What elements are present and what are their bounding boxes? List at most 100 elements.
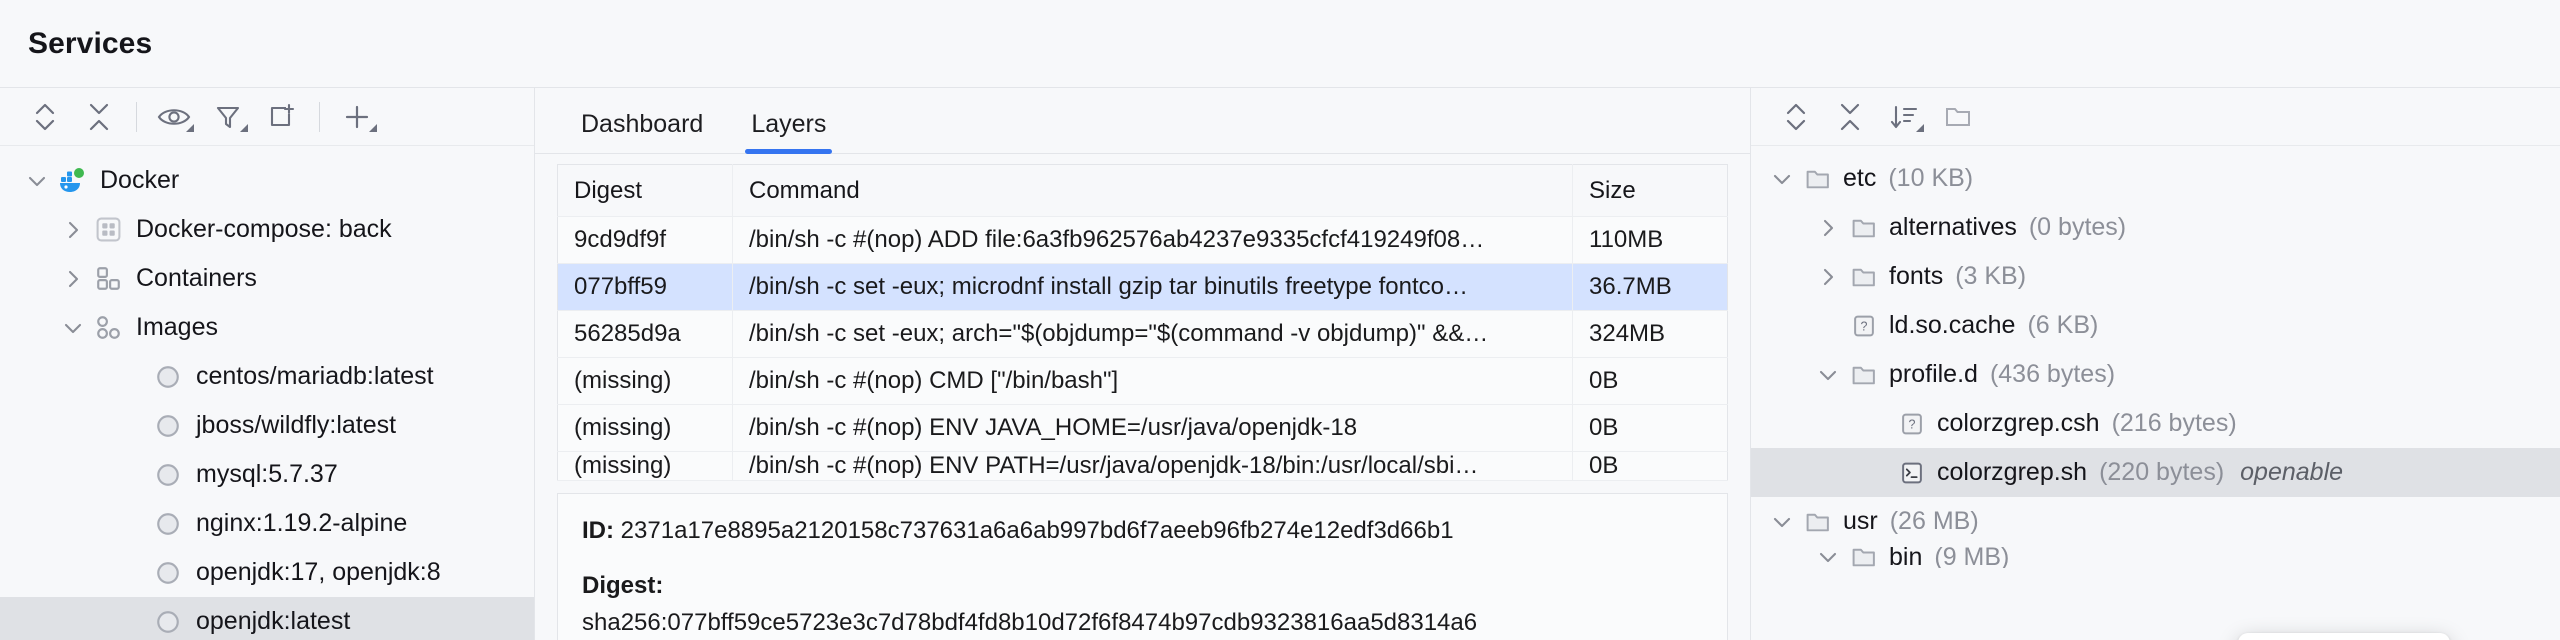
chevron-down-icon[interactable] bbox=[58, 317, 88, 339]
column-header-command[interactable]: Command bbox=[732, 164, 1573, 217]
file-tree-item-name: usr bbox=[1843, 507, 1878, 535]
script-file-icon bbox=[1893, 461, 1931, 485]
file-tree-item-size: (26 MB) bbox=[1889, 507, 1979, 535]
file-tree-item-size: (216 bytes) bbox=[2111, 409, 2237, 437]
sort-icon[interactable] bbox=[1877, 94, 1931, 140]
chevron-right-icon[interactable] bbox=[1811, 266, 1845, 288]
table-header-row: Digest Command Size bbox=[557, 164, 1728, 217]
chevron-down-icon[interactable] bbox=[1811, 364, 1845, 386]
tab-dashboard[interactable]: Dashboard bbox=[557, 112, 727, 153]
layer-file-tree: etc(10 KB)alternatives(0 bytes)fonts(3 K… bbox=[1751, 146, 2560, 640]
file-tree-item-colorzgrep-sh[interactable]: colorzgrep.sh(220 bytes)openable bbox=[1751, 448, 2560, 497]
file-tree-item-name: alternatives bbox=[1889, 213, 2017, 241]
file-tree-item-ld-so-cache[interactable]: ?ld.so.cache(6 KB) bbox=[1751, 301, 2560, 350]
sidebar-item-containers[interactable]: Containers bbox=[0, 254, 534, 303]
sidebar-item-centos-mariadb-latest[interactable]: centos/mariadb:latest bbox=[0, 352, 534, 401]
dropdown-triangle-icon bbox=[186, 123, 194, 132]
filter-icon[interactable] bbox=[201, 94, 255, 140]
tab-active-underline bbox=[745, 149, 833, 154]
chevron-down-icon[interactable] bbox=[1811, 546, 1845, 568]
cell-command: /bin/sh -c #(nop) ENV JAVA_HOME=/usr/jav… bbox=[732, 404, 1573, 452]
show-icon[interactable] bbox=[147, 94, 201, 140]
cell-size: 110MB bbox=[1572, 216, 1728, 264]
file-tree-item-hint: openable bbox=[2240, 458, 2344, 486]
cell-digest: (missing) bbox=[557, 357, 733, 405]
collapse-all-icon[interactable] bbox=[72, 94, 126, 140]
chevron-right-icon[interactable] bbox=[58, 219, 88, 241]
cell-command: /bin/sh -c #(nop) CMD ["/bin/bash"] bbox=[732, 357, 1573, 405]
file-tree-item-colorzgrep-csh[interactable]: ?colorzgrep.csh(216 bytes) bbox=[1751, 399, 2560, 448]
sidebar-item-label: jboss/wildfly:latest bbox=[196, 411, 397, 439]
file-tree-item-etc[interactable]: etc(10 KB) bbox=[1751, 154, 2560, 203]
file-tree-item-profile-d[interactable]: profile.d (436 bytes) bbox=[1751, 350, 2560, 399]
layers-table: Digest Command Size 9cd9df9f/bin/sh -c #… bbox=[557, 164, 1728, 481]
file-tree-item-usr[interactable]: usr (26 MB) bbox=[1751, 497, 2560, 546]
sidebar-item-nginx-1-19-2-alpine[interactable]: nginx:1.19.2-alpine bbox=[0, 499, 534, 548]
file-tree-item-name: fonts bbox=[1889, 262, 1944, 290]
column-header-size[interactable]: Size bbox=[1572, 164, 1728, 217]
column-header-digest[interactable]: Digest bbox=[557, 164, 733, 217]
sidebar-item-docker[interactable]: Docker bbox=[0, 156, 534, 205]
table-row[interactable]: (missing)/bin/sh -c #(nop) ENV PATH=/usr… bbox=[557, 451, 1728, 481]
sidebar-item-label: centos/mariadb:latest bbox=[196, 362, 434, 390]
image-circle-icon bbox=[148, 413, 188, 439]
docker-whale-icon bbox=[52, 167, 92, 195]
cell-command: /bin/sh -c #(nop) ENV PATH=/usr/java/ope… bbox=[732, 451, 1573, 481]
sidebar-item-label: Containers bbox=[136, 264, 257, 292]
file-tree-item-size: (6 KB) bbox=[2027, 311, 2099, 339]
folder-icon[interactable] bbox=[1931, 94, 1985, 140]
table-row[interactable]: (missing)/bin/sh -c #(nop) CMD ["/bin/ba… bbox=[557, 357, 1728, 405]
layer-details-panel: ID: 2371a17e8895a2120158c737631a6a6ab997… bbox=[557, 493, 1728, 640]
cell-size: 0B bbox=[1572, 357, 1728, 405]
compose-grid-icon bbox=[88, 216, 128, 243]
collapse-all-icon[interactable] bbox=[1823, 94, 1877, 140]
table-row[interactable]: 077bff59/bin/sh -c set -eux; microdnf in… bbox=[557, 263, 1728, 311]
file-tree-item-name: colorzgrep.sh bbox=[1937, 458, 2088, 486]
chevron-right-icon[interactable] bbox=[1811, 217, 1845, 239]
chevron-down-icon[interactable] bbox=[1765, 168, 1799, 190]
sidebar-item-openjdk-17-openjdk-8[interactable]: openjdk:17, openjdk:8 bbox=[0, 548, 534, 597]
chevron-right-icon[interactable] bbox=[58, 268, 88, 290]
context-menu: Open File bbox=[2238, 633, 2451, 640]
chevron-down-icon[interactable] bbox=[22, 170, 52, 192]
page-title: Services bbox=[28, 26, 153, 60]
add-tab-icon[interactable] bbox=[255, 94, 309, 140]
file-tree-item-size: (436 bytes) bbox=[1989, 360, 2116, 388]
folder-icon bbox=[1799, 167, 1837, 191]
table-row[interactable]: 56285d9a/bin/sh -c set -eux; arch="$(obj… bbox=[557, 310, 1728, 358]
file-tree-item-alternatives[interactable]: alternatives(0 bytes) bbox=[1751, 203, 2560, 252]
svg-text:?: ? bbox=[1909, 417, 1916, 431]
detail-spacer bbox=[582, 549, 1703, 567]
file-tree-item-name: profile.d bbox=[1889, 360, 1978, 388]
file-tree-item-fonts[interactable]: fonts(3 KB) bbox=[1751, 252, 2560, 301]
expand-all-icon[interactable] bbox=[18, 94, 72, 140]
cell-digest: 56285d9a bbox=[557, 310, 733, 358]
tab-layers[interactable]: Layers bbox=[727, 112, 850, 154]
folder-icon bbox=[1845, 363, 1883, 387]
cell-size: 0B bbox=[1572, 451, 1728, 481]
sidebar-item-docker-compose-back[interactable]: Docker-compose: back bbox=[0, 205, 534, 254]
sidebar-item-images[interactable]: Images bbox=[0, 303, 534, 352]
dropdown-triangle-icon bbox=[1916, 123, 1924, 132]
expand-all-icon[interactable] bbox=[1769, 94, 1823, 140]
table-row[interactable]: 9cd9df9f/bin/sh -c #(nop) ADD file:6a3fb… bbox=[557, 216, 1728, 264]
sidebar-item-mysql-5-7-37[interactable]: mysql:5.7.37 bbox=[0, 450, 534, 499]
tab-active-underline bbox=[575, 149, 709, 154]
sidebar-item-openjdk-latest[interactable]: openjdk:latest bbox=[0, 597, 534, 640]
sidebar-item-jboss-wildfly-latest[interactable]: jboss/wildfly:latest bbox=[0, 401, 534, 450]
file-tree-item-name: etc bbox=[1843, 164, 1877, 192]
image-circle-icon bbox=[148, 462, 188, 488]
cell-command: /bin/sh -c #(nop) ADD file:6a3fb962576ab… bbox=[732, 216, 1573, 264]
file-tree-item-bin[interactable]: bin(9 MB) bbox=[1751, 546, 2560, 568]
table-row[interactable]: (missing)/bin/sh -c #(nop) ENV JAVA_HOME… bbox=[557, 404, 1728, 452]
containers-icon bbox=[88, 265, 128, 292]
file-tree-item-size: (9 MB) bbox=[1934, 546, 2010, 568]
detail-id-line: ID: 2371a17e8895a2120158c737631a6a6ab997… bbox=[582, 512, 1703, 549]
chevron-down-icon[interactable] bbox=[1765, 511, 1799, 533]
add-icon[interactable] bbox=[330, 94, 384, 140]
sidebar-toolbar bbox=[0, 88, 534, 146]
cell-size: 0B bbox=[1572, 404, 1728, 452]
cell-size: 324MB bbox=[1572, 310, 1728, 358]
